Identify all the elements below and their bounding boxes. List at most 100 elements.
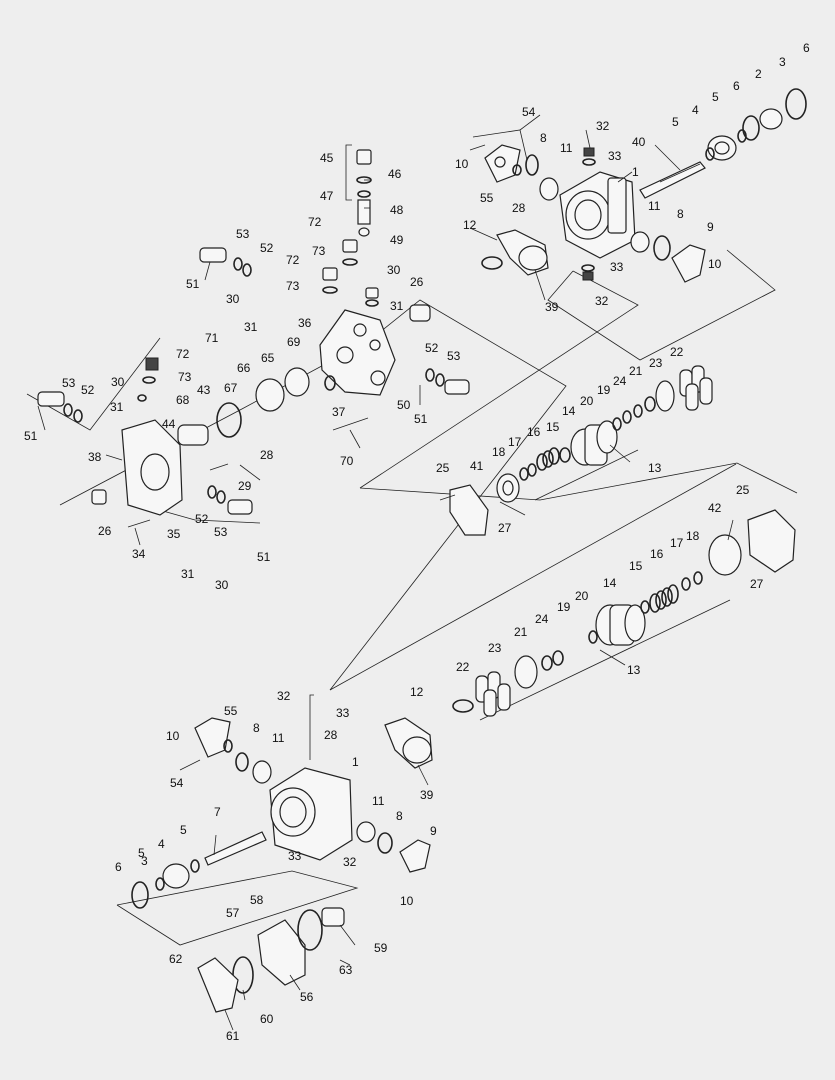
label-32: 32 <box>596 119 610 133</box>
label-33: 33 <box>608 149 622 163</box>
label-22: 22 <box>670 345 684 359</box>
label-54-lower: 54 <box>170 776 184 790</box>
label-39: 39 <box>545 300 559 314</box>
label-17: 17 <box>508 435 522 449</box>
label-53: 53 <box>447 349 461 363</box>
label-73: 73 <box>312 244 326 258</box>
label-54: 54 <box>522 105 536 119</box>
label-14-lower: 14 <box>603 576 617 590</box>
label-31: 31 <box>244 320 258 334</box>
label-19: 19 <box>597 383 611 397</box>
label-1: 1 <box>632 165 639 179</box>
label-19-lower: 19 <box>557 600 571 614</box>
label-8: 8 <box>540 131 547 145</box>
label-6: 6 <box>803 41 810 55</box>
label-43: 43 <box>197 383 211 397</box>
label-30: 30 <box>111 375 125 389</box>
label-44: 44 <box>162 417 176 431</box>
label-14: 14 <box>562 404 576 418</box>
label-72: 72 <box>176 347 190 361</box>
label-69: 69 <box>287 335 301 349</box>
label-5: 5 <box>712 90 719 104</box>
label-23-lower: 23 <box>488 641 502 655</box>
label-34: 34 <box>132 547 146 561</box>
upper-piston-set <box>679 365 713 411</box>
label-31: 31 <box>390 299 404 313</box>
label-51: 51 <box>24 429 38 443</box>
label-63-lower: 63 <box>339 963 353 977</box>
label-56-lower: 56 <box>300 990 314 1004</box>
label-55: 55 <box>480 191 494 205</box>
label-38: 38 <box>88 450 102 464</box>
upper-shaft <box>639 161 706 199</box>
label-57-lower: 57 <box>226 906 240 920</box>
label-52: 52 <box>260 241 274 255</box>
label-9-lower: 9 <box>430 824 437 838</box>
lower-pump-housing <box>269 767 353 861</box>
upper-cylinder-block <box>449 365 713 536</box>
lower-piston-set <box>475 671 511 717</box>
label-33-lower: 33 <box>336 706 350 720</box>
label-25: 25 <box>436 461 450 475</box>
label-33: 33 <box>610 260 624 274</box>
label-48: 48 <box>390 203 404 217</box>
label-53: 53 <box>236 227 250 241</box>
upper-plugs <box>581 147 596 281</box>
label-10-lower: 10 <box>166 729 180 743</box>
label-39-lower: 39 <box>420 788 434 802</box>
label-24: 24 <box>613 374 627 388</box>
label-11-lower: 11 <box>372 794 385 808</box>
label-60-lower: 60 <box>260 1012 274 1026</box>
lower-swashplate <box>384 717 433 769</box>
label-4-lower: 4 <box>158 837 165 851</box>
label-46: 46 <box>388 167 402 181</box>
label-15: 15 <box>546 420 560 434</box>
label-67: 67 <box>224 381 238 395</box>
label-53: 53 <box>214 525 228 539</box>
label-3: 3 <box>779 55 786 69</box>
label-28: 28 <box>512 201 526 215</box>
label-8-lower: 8 <box>253 721 260 735</box>
left-fittings <box>37 247 470 515</box>
label-62-lower: 62 <box>169 952 183 966</box>
label-27: 27 <box>498 521 512 535</box>
rear-cover-group <box>197 907 345 1013</box>
label-8: 8 <box>677 207 684 221</box>
lower-gasket <box>747 509 796 573</box>
label-72: 72 <box>286 253 300 267</box>
label-61-lower: 61 <box>226 1029 240 1043</box>
label-28: 28 <box>260 448 274 462</box>
label-10: 10 <box>455 157 469 171</box>
label-26: 26 <box>410 275 424 289</box>
upper-port-plate <box>484 144 559 201</box>
label-15-lower: 15 <box>629 559 643 573</box>
label-50: 50 <box>397 398 411 412</box>
label-51: 51 <box>414 412 428 426</box>
label-7-lower: 7 <box>214 805 221 819</box>
label-59-lower: 59 <box>374 941 388 955</box>
lower-spring <box>649 584 679 613</box>
label-13-lower: 13 <box>627 663 641 677</box>
lower-shaft-and-bearing <box>131 821 431 909</box>
label-17-lower: 17 <box>670 536 684 550</box>
central-valve-body <box>319 309 396 396</box>
label-30: 30 <box>387 263 401 277</box>
label-16: 16 <box>527 425 541 439</box>
label-24-lower: 24 <box>535 612 549 626</box>
label-5-lower: 5 <box>180 823 187 837</box>
label-28-lower: 28 <box>324 728 338 742</box>
upper-pump-housing <box>559 171 636 259</box>
label-30: 30 <box>215 578 229 592</box>
label-33-lower: 33 <box>288 849 302 863</box>
label-27-lower: 27 <box>750 577 764 591</box>
leader-lines <box>37 114 734 1031</box>
label-10-lower: 10 <box>400 894 414 908</box>
label-40: 40 <box>632 135 646 149</box>
label-70: 70 <box>340 454 354 468</box>
label-71: 71 <box>205 331 219 345</box>
upper-bearing-stack <box>705 88 807 161</box>
label-21: 21 <box>629 364 643 378</box>
label-42-lower: 42 <box>708 501 722 515</box>
label-51: 51 <box>186 277 200 291</box>
